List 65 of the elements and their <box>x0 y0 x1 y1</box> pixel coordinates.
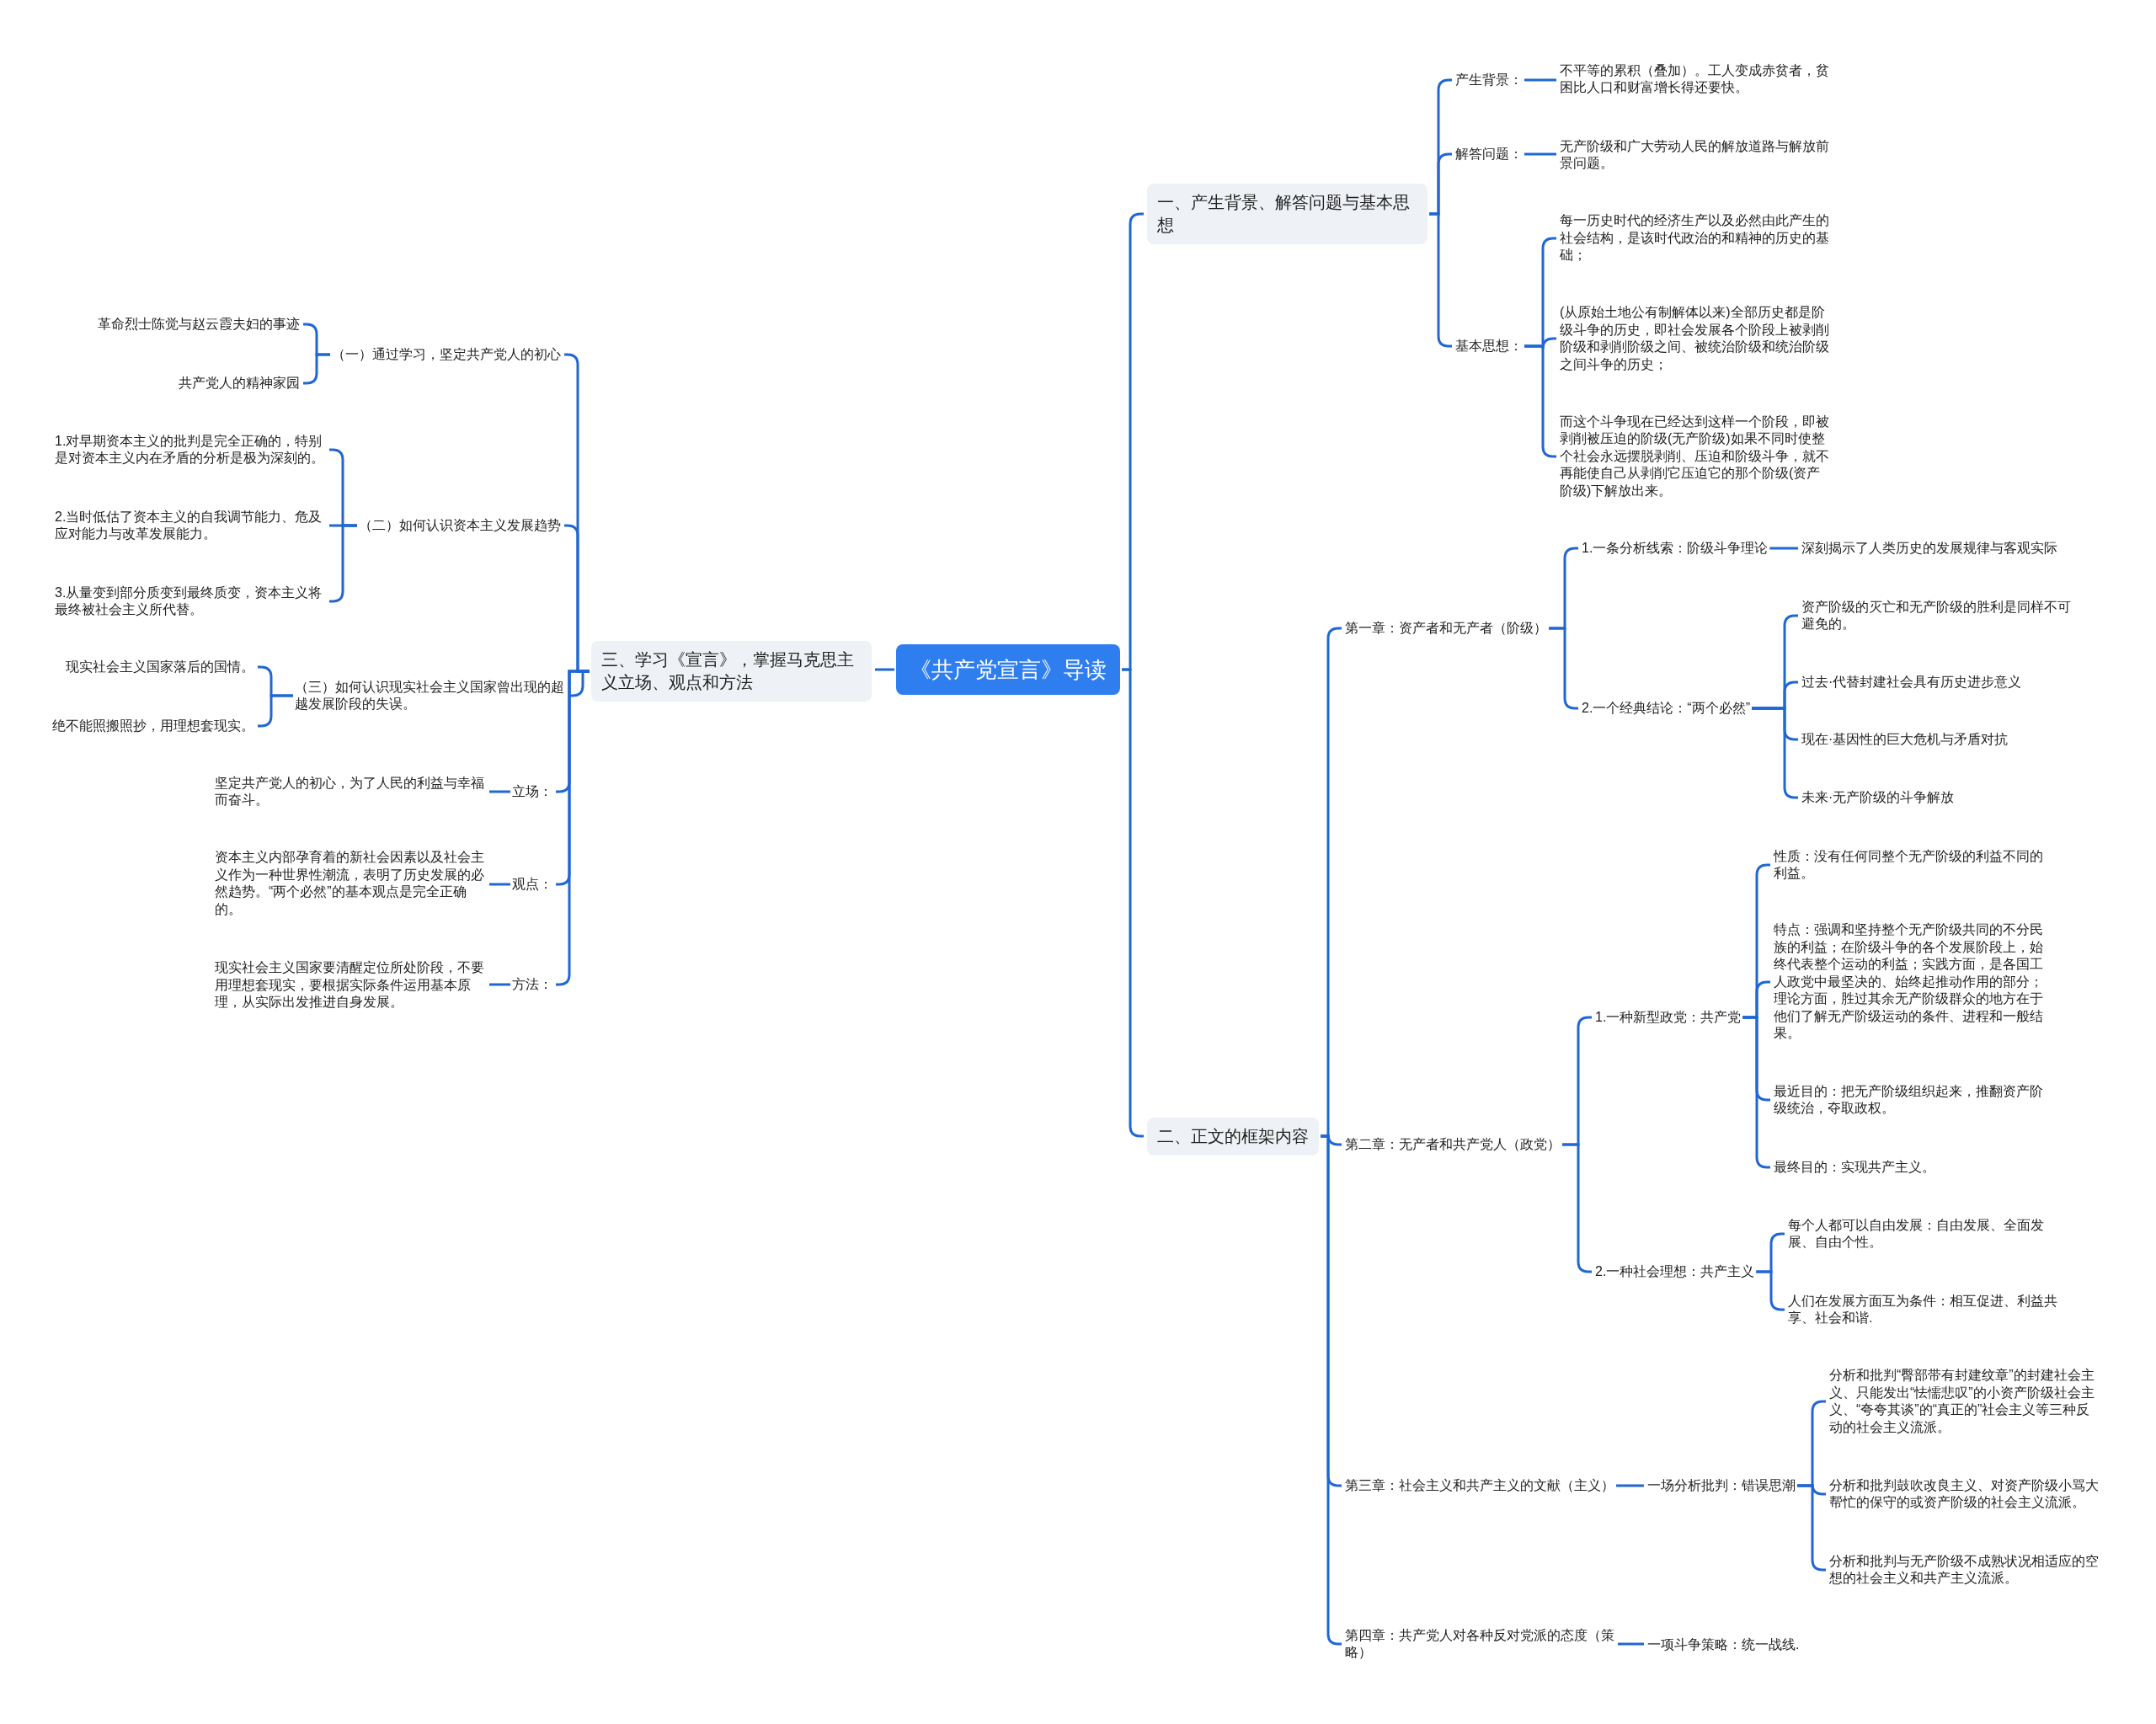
connector-line <box>1618 1642 1644 1646</box>
topic-box: 二、正文的框架内容 <box>1147 1117 1319 1156</box>
branch-label: 2.一个经典结论：“两个必然” <box>1582 699 1750 718</box>
branch-label: 未来·无产阶级的斗争解放 <box>1801 788 1955 807</box>
branch-text: 3.从量变到部分质变到最终质变，资本主义将最终被社会主义所代替。 <box>55 584 326 619</box>
connector-line <box>1756 1270 1785 1311</box>
connector-line <box>258 694 293 728</box>
branch-label: （一）通过学习，坚定共产党人的初心 <box>332 345 561 364</box>
branch-label: 第一章：资产者和无产者（阶级） <box>1345 619 1547 638</box>
connector-line <box>489 883 510 886</box>
branch-label: 2.一种社会理想：共产主义 <box>1595 1262 1755 1281</box>
branch-text: 资产阶级的灭亡和无产阶级的胜利是同样不可避免的。 <box>1801 598 2073 633</box>
connector-line <box>875 668 894 671</box>
branch-label: 基本思想： <box>1455 337 1523 355</box>
branch-text: 性质：没有任何同整个无产阶级的利益不同的利益。 <box>1774 847 2045 883</box>
branch-label: 方法： <box>512 975 552 994</box>
branch-label: 1.一种新型政党：共产党 <box>1595 1008 1742 1027</box>
branch-text: 每个人都可以自由发展：自由发展、全面发展、自由个性。 <box>1788 1216 2059 1252</box>
branch-text: 人们在发展方面互为条件：相互促进、利益共享、社会和谐. <box>1788 1292 2059 1327</box>
branch-label: 解答问题： <box>1455 145 1523 163</box>
branch-label: 一场分析批判：错误思潮 <box>1647 1476 1796 1495</box>
connector-line <box>556 670 590 986</box>
connector-line <box>489 790 510 793</box>
branch-label: 第三章：社会主义和共产主义的文献（主义） <box>1345 1476 1614 1495</box>
branch-label: 过去·代替封建社会具有历史进步意义 <box>1801 673 2022 691</box>
connector-line <box>303 353 330 385</box>
connector-line <box>1769 547 1798 550</box>
branch-text: 最近目的：把无产阶级组织起来，推翻资产阶级统治，夺取政权。 <box>1774 1082 2045 1118</box>
connector-line <box>489 983 510 986</box>
central-topic: 《共产党宣言》导读 <box>896 644 1120 695</box>
branch-text: (从原始土地公有制解体以来)全部历史都是阶级斗争的历史，即社会发展各个阶段上被剥削阶级和剥削阶级之间、被统治阶级和统治阶级之间斗争的历史； <box>1560 304 1831 373</box>
branch-label: 绝不能照搬照抄，用理想套现实。 <box>52 717 254 735</box>
branch-text: 而这个斗争现在已经达到这样一个阶段，即被剥削被压迫的阶级(无产阶级)如果不同时使整个社会永远摆脱剥削、压迫和阶级斗争，就不再能使自己从剥削它压迫它的那个阶级(资产阶级)下解放出来。 <box>1560 413 1831 500</box>
branch-label: 最终目的：实现共产主义。 <box>1774 1158 1935 1177</box>
branch-text: 现实社会主义国家要清醒定位所处阶段，不要用理想套现实，要根据实际条件运用基本原理，从实际出发推进自身发展。 <box>215 959 486 1011</box>
branch-label: 观点： <box>512 875 552 894</box>
branch-text: 1.对早期资本主义的批判是完全正确的，特别是对资本主义内在矛盾的分析是极为深刻的。 <box>55 432 326 467</box>
branch-text: 2.当时低估了资本主义的自我调节能力、危及应对能力与改革发展能力。 <box>55 508 326 543</box>
branch-text: 分析和批判“臀部带有封建纹章”的封建社会主义、只能发出“怯懦悲叹”的小资产阶级社会主义、“夸夸其谈”的“真正的”社会主义等三种反动的社会主义流派。 <box>1829 1367 2100 1436</box>
branch-label: 现在·基因性的巨大危机与矛盾对抗 <box>1801 730 2009 749</box>
branch-text: 无产阶级和广大劳动人民的解放道路与解放前景问题。 <box>1560 137 1831 173</box>
connector-line <box>1616 1484 1644 1487</box>
connector-line <box>1524 78 1556 82</box>
topic-box: 一、产生背景、解答问题与基本思想 <box>1147 184 1428 244</box>
branch-label: 第二章：无产者和共产党人（政党） <box>1345 1135 1561 1154</box>
branch-text: 特点：强调和坚持整个无产阶级共同的不分民族的利益；在阶级斗争的各个发展阶段上，始终代表整个运动的利益；实践方面，是各国工人政党中最坚决的、始终起推动作用的部分；理论方面，胜过其余无产阶级群众的地方在于他们了解无产阶级运动的条件、进程和一般结果。 <box>1774 921 2045 1043</box>
branch-label: 一项斗争策略：统一战线. <box>1647 1636 1800 1654</box>
branch-label: 深刻揭示了人类历史的发展规律与客观实际 <box>1801 539 2057 558</box>
branch-text: （三）如何认识现实社会主义国家曾出现的超越发展阶段的失误。 <box>295 678 566 713</box>
branch-text: 每一历史时代的经济生产以及必然由此产生的社会结构，是该时代政治的和精神的历史的基础； <box>1560 212 1831 264</box>
branch-label: 革命烈士陈觉与赵云霞夫妇的事迹 <box>98 315 300 334</box>
branch-text: 不平等的累积（叠加）。工人变成赤贫者，贫困比人口和财富增长得还要快。 <box>1560 61 1831 97</box>
branch-text: 分析和批判鼓吹改良主义、对资产阶级小骂大帮忙的保守的或资产阶级的社会主义流派。 <box>1829 1476 2100 1512</box>
branch-label: 共产党人的精神家园 <box>179 374 300 392</box>
branch-text: 资本主义内部孕育着的新社会因素以及社会主义作为一种世界性潮流，表明了历史发展的必然趋势。“两个必然”的基本观点是完全正确的。 <box>215 849 486 918</box>
branch-label: 产生背景： <box>1455 71 1523 89</box>
branch-label: 现实社会主义国家落后的国情。 <box>66 658 254 676</box>
topic-box: 三、学习《宣言》，掌握马克思主义立场、观点和方法 <box>591 641 872 702</box>
branch-label: （二）如何认识资本主义发展趋势 <box>359 516 561 535</box>
branch-text: 坚定共产党人的初心，为了人民的利益与幸福而奋斗。 <box>215 774 486 809</box>
connector-line <box>1524 152 1556 156</box>
branch-label: 立场： <box>512 782 552 801</box>
branch-text: 第四章：共产党人对各种反对党派的态度（策略） <box>1345 1626 1616 1662</box>
branch-text: 分析和批判与无产阶级不成熟状况相适应的空想的社会主义和共产主义流派。 <box>1829 1552 2100 1588</box>
branch-label: 1.一条分析线索：阶级斗争理论 <box>1582 539 1769 558</box>
